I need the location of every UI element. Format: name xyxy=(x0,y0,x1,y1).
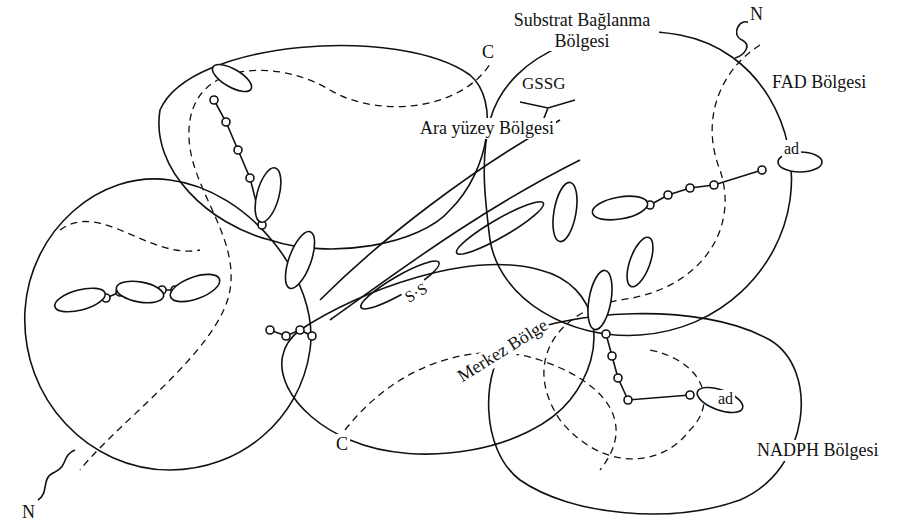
cofactor-ring xyxy=(208,59,255,97)
cofactor-ring xyxy=(279,228,320,292)
region-label: NADPH Bölgesi xyxy=(755,440,881,461)
cofactor-label: ad xyxy=(782,140,801,158)
cofactor-atom xyxy=(602,330,610,338)
core-helix xyxy=(452,195,548,261)
substrate-label: GSSG xyxy=(520,74,567,94)
cofactor-ring xyxy=(52,284,107,317)
interface-line xyxy=(320,120,560,300)
cofactor-ring xyxy=(622,234,659,290)
domain-outline xyxy=(489,314,802,514)
cofactor-ring xyxy=(250,165,286,225)
cofactor-atom xyxy=(664,191,672,199)
region-label: Merkez Bölge xyxy=(452,314,553,388)
terminus-label: N xyxy=(20,502,37,523)
cofactor-atom xyxy=(222,118,230,126)
cofactor-atom xyxy=(614,374,622,382)
cofactor-atom xyxy=(266,326,274,334)
cofactor-atom xyxy=(686,391,694,399)
cofactor-chain xyxy=(650,170,762,205)
cofactor-atom xyxy=(758,166,766,174)
region-label: Substrat Bağlanma Bölgesi xyxy=(505,10,659,51)
cofactor-atom xyxy=(710,181,718,189)
interface-line xyxy=(330,160,580,320)
chain-trace xyxy=(544,45,760,459)
domain-outline xyxy=(282,265,594,454)
cofactor-chain xyxy=(270,330,312,336)
cofactor-atom xyxy=(308,332,316,340)
cofactor-atom xyxy=(210,96,218,104)
disulfide-label: S·S xyxy=(400,278,433,307)
region-label: FAD Bölgesi xyxy=(770,72,868,93)
cofactor-ring xyxy=(591,192,650,223)
n-terminus-tail xyxy=(735,22,752,58)
cofactor-ring xyxy=(584,269,616,332)
terminus-label: N xyxy=(748,4,765,25)
region-label: Ara yüzey Bölgesi xyxy=(418,118,556,139)
cofactor-atom xyxy=(296,326,304,334)
terminus-label: C xyxy=(480,42,496,63)
domain-outline xyxy=(484,31,791,335)
chain-trace xyxy=(60,222,200,252)
cofactor-atom xyxy=(234,146,242,154)
terminus-label: C xyxy=(334,434,350,455)
cofactor-label: ad xyxy=(716,390,735,408)
n-terminus-tail xyxy=(38,450,75,500)
cofactor-atom xyxy=(624,396,632,404)
domain-outline xyxy=(159,46,488,249)
cofactor-chain xyxy=(606,334,690,400)
cofactor-ring xyxy=(167,269,223,307)
cofactor-atom xyxy=(686,184,694,192)
cofactor-ring xyxy=(549,181,581,244)
cofactor-ring xyxy=(115,278,166,306)
core-helix xyxy=(357,255,444,316)
domain-outline xyxy=(25,179,311,470)
cofactor-atom xyxy=(246,174,254,182)
cofactor-ring xyxy=(694,382,746,417)
cofactor-atom xyxy=(282,332,290,340)
cofactor-atom xyxy=(608,352,616,360)
